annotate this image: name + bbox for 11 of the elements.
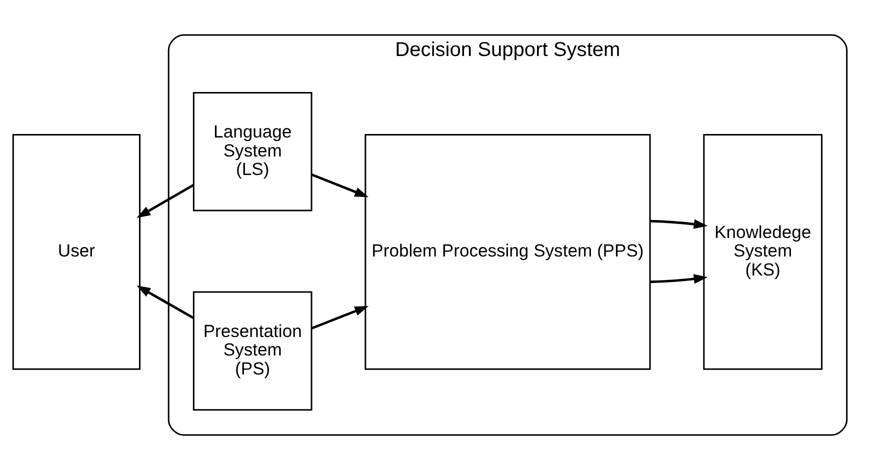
arrow <box>136 286 194 320</box>
node-box: Problem Processing System (PPS) <box>364 134 651 370</box>
node-box: Knowledege System (KS) <box>703 134 822 370</box>
node-box: Presentation System (PS) <box>192 291 312 411</box>
arrow <box>311 306 369 330</box>
node-box: Language System (LS) <box>192 92 312 212</box>
arrow <box>136 184 194 218</box>
arrow <box>650 219 708 229</box>
node-box: User <box>12 134 141 370</box>
arrow <box>650 274 708 284</box>
arrow <box>311 173 369 198</box>
